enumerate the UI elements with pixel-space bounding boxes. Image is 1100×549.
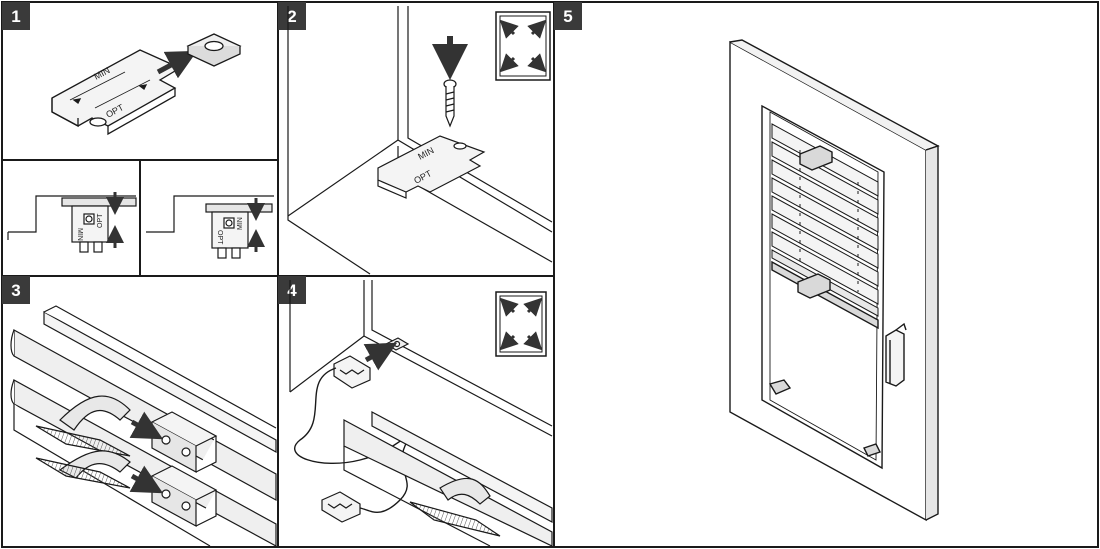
svg-text:1: 1 [11, 7, 20, 26]
panel-1c-illustration: OPT MIN [146, 195, 274, 259]
panel-1b-frame [1, 159, 141, 277]
panel-2-illustration: MIN OPT [287, 6, 553, 275]
rail-clip-lower [35, 450, 131, 489]
arrow-icon [156, 50, 198, 79]
blind-top-clip [799, 145, 833, 171]
panel-5-frame [553, 1, 1099, 548]
svg-text:5: 5 [563, 7, 572, 26]
panel-2-frame [277, 1, 555, 277]
step-badge-2: 2 [278, 2, 306, 30]
blind-rail-handle [797, 273, 831, 299]
mounting-bracket-icon [377, 135, 486, 199]
svg-text:4: 4 [287, 281, 297, 300]
screw-icon [443, 79, 457, 128]
expand-arrows-icon [495, 11, 551, 81]
blind-bottom-rail [771, 260, 879, 330]
bracket-cap-icon [186, 33, 242, 67]
arrow-icon [363, 342, 398, 371]
rail-clip [439, 477, 491, 505]
panel-1c-frame [139, 159, 279, 277]
step-badge-1: 1 [2, 2, 30, 30]
svg-text:MIN: MIN [76, 228, 83, 241]
panel-1b-illustration: MIN OPT [7, 192, 137, 253]
arrow-icon [129, 411, 164, 440]
corner-bracket-icon [768, 379, 792, 395]
corner-bracket-icon [863, 443, 881, 457]
step-badge-5: 5 [554, 2, 582, 30]
rail-clip-upper [35, 395, 131, 457]
svg-text:OPT: OPT [97, 213, 104, 228]
expand-arrows-icon [495, 291, 547, 357]
step-badge-3: 3 [2, 276, 30, 304]
panel-3-illustration [10, 305, 277, 548]
svg-text:2: 2 [287, 7, 296, 26]
sensor-upper-icon [333, 355, 371, 389]
sensor-lower-icon [321, 491, 361, 523]
panel-5-illustration [729, 39, 940, 522]
arrow-icon [129, 465, 164, 494]
panel-4-illustration [289, 280, 553, 547]
window-handle-icon [885, 322, 907, 387]
panel-1-illustration: MIN OPT [51, 33, 242, 136]
mounting-bracket-icon [51, 49, 182, 136]
step-badge-4: 4 [278, 276, 306, 304]
svg-text:OPT: OPT [216, 230, 223, 245]
svg-text:MIN: MIN [237, 217, 244, 230]
svg-text:3: 3 [11, 281, 20, 300]
